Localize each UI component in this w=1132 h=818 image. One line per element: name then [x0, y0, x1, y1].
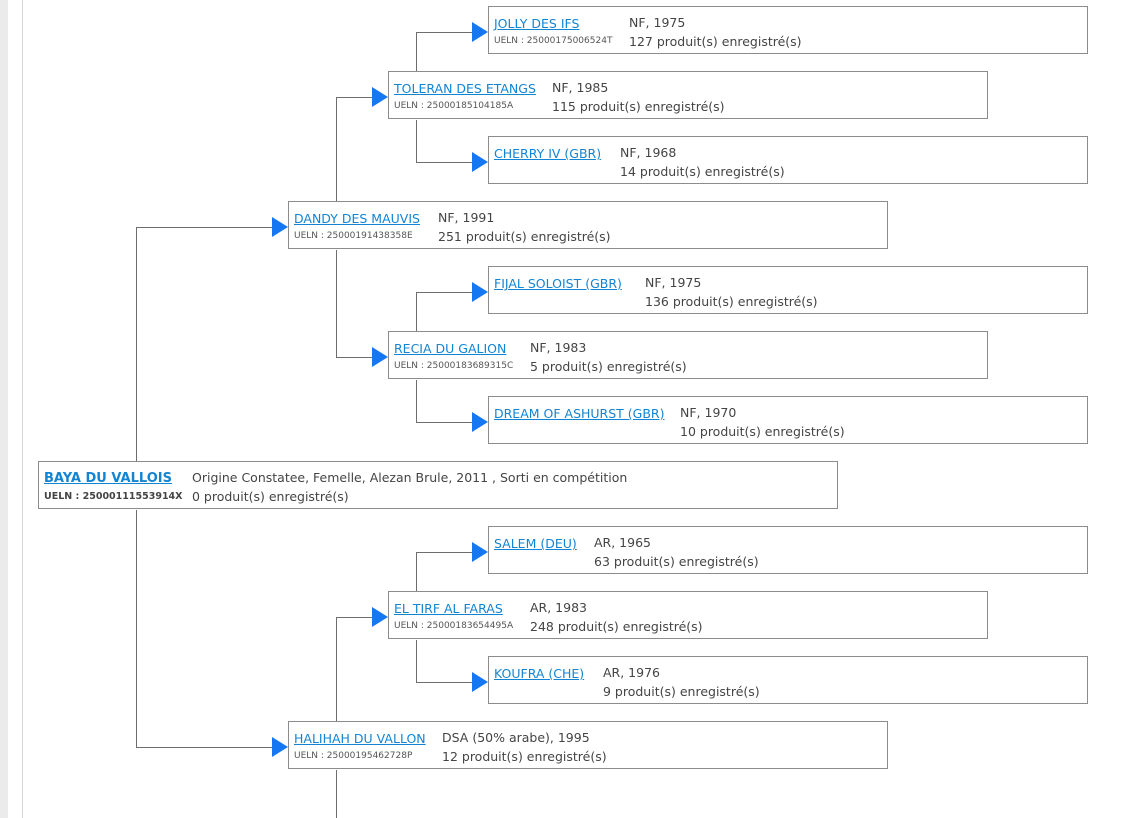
arrow-icon [272, 737, 288, 757]
breed-year: NF, 1975 [645, 275, 702, 290]
connector [336, 617, 374, 618]
ueln-label: UELN : 25000183654495A [394, 621, 514, 631]
breed-year: NF, 1983 [530, 340, 587, 355]
product-count: 115 produit(s) enregistré(s) [552, 99, 725, 114]
arrow-icon [372, 607, 388, 627]
breed-year: DSA (50% arabe), 1995 [442, 730, 590, 745]
arrow-icon [472, 542, 488, 562]
connector [416, 640, 417, 682]
horse-card-dam-sire-dam: KOUFRA (CHE) AR, 1976 9 produit(s) enreg… [488, 656, 1088, 704]
breed-year: AR, 1976 [603, 665, 660, 680]
connector [416, 422, 474, 423]
horse-details: Origine Constatee, Femelle, Alezan Brule… [192, 470, 628, 485]
connector [416, 162, 474, 163]
horse-card-dam: HALIHAH DU VALLON UELN : 25000195462728P… [288, 721, 888, 769]
arrow-icon [472, 22, 488, 42]
horse-name-link[interactable]: DREAM OF ASHURST (GBR) [494, 406, 665, 421]
ueln-label: UELN : 25000111553914X [44, 491, 183, 502]
product-count: 12 produit(s) enregistré(s) [442, 749, 607, 764]
arrow-icon [472, 282, 488, 302]
arrow-icon [372, 347, 388, 367]
connector [336, 357, 374, 358]
connector [416, 120, 417, 162]
arrow-icon [272, 217, 288, 237]
horse-name-link[interactable]: DANDY DES MAUVIS [294, 211, 420, 226]
breed-year: NF, 1975 [629, 15, 686, 30]
horse-name-link[interactable]: HALIHAH DU VALLON [294, 731, 426, 746]
product-count: 248 produit(s) enregistré(s) [530, 619, 703, 634]
connector [336, 617, 337, 721]
horse-card-sire-dam: RECIA DU GALION UELN : 25000183689315C N… [388, 331, 988, 379]
connector [136, 227, 274, 228]
product-count: 0 produit(s) enregistré(s) [192, 489, 349, 504]
ueln-label: UELN : 25000191438358E [294, 231, 413, 241]
arrow-icon [472, 152, 488, 172]
connector [416, 32, 417, 71]
ueln-label: UELN : 25000175006524T [494, 36, 613, 46]
breed-year: NF, 1985 [552, 80, 609, 95]
horse-name-link[interactable]: RECIA DU GALION [394, 341, 507, 356]
connector [416, 552, 474, 553]
breed-year: NF, 1970 [680, 405, 737, 420]
horse-name-link[interactable]: JOLLY DES IFS [494, 16, 580, 31]
ueln-label: UELN : 25000195462728P [294, 751, 413, 761]
horse-name-link[interactable]: CHERRY IV (GBR) [494, 146, 602, 161]
arrow-icon [472, 412, 488, 432]
connector [416, 292, 474, 293]
connector [416, 32, 474, 33]
connector [336, 250, 337, 357]
horse-card-sire-sire-dam: CHERRY IV (GBR) NF, 1968 14 produit(s) e… [488, 136, 1088, 184]
connector [136, 747, 274, 748]
horse-card-sire-dam-sire: FIJAL SOLOIST (GBR) NF, 1975 136 produit… [488, 266, 1088, 314]
connector [136, 227, 137, 461]
horse-name-link[interactable]: TOLERAN DES ETANGS [394, 81, 536, 96]
arrow-icon [472, 672, 488, 692]
ueln-label: UELN : 25000185104185A [394, 101, 514, 111]
breed-year: NF, 1968 [620, 145, 677, 160]
horse-card-sire-sire-sire: JOLLY DES IFS UELN : 25000175006524T NF,… [488, 6, 1088, 54]
left-border [22, 0, 23, 818]
left-gutter [0, 0, 8, 818]
breed-year: NF, 1991 [438, 210, 495, 225]
horse-card-sire-dam-dam: DREAM OF ASHURST (GBR) NF, 1970 10 produ… [488, 396, 1088, 444]
arrow-icon [372, 87, 388, 107]
product-count: 127 produit(s) enregistré(s) [629, 34, 802, 49]
connector [336, 770, 337, 818]
horse-name-link[interactable]: KOUFRA (CHE) [494, 666, 585, 681]
connector [416, 292, 417, 331]
product-count: 63 produit(s) enregistré(s) [594, 554, 759, 569]
connector [416, 380, 417, 422]
horse-card-sire-sire: TOLERAN DES ETANGS UELN : 25000185104185… [388, 71, 988, 119]
horse-card-dam-sire: EL TIRF AL FARAS UELN : 25000183654495A … [388, 591, 988, 639]
horse-name-link[interactable]: BAYA DU VALLOIS [44, 471, 172, 486]
product-count: 9 produit(s) enregistré(s) [603, 684, 760, 699]
horse-card-subject: BAYA DU VALLOIS UELN : 25000111553914X O… [38, 461, 838, 509]
connector [336, 97, 337, 201]
product-count: 14 produit(s) enregistré(s) [620, 164, 785, 179]
horse-card-dam-sire-sire: SALEM (DEU) AR, 1965 63 produit(s) enreg… [488, 526, 1088, 574]
product-count: 136 produit(s) enregistré(s) [645, 294, 818, 309]
connector [336, 97, 374, 98]
breed-year: AR, 1965 [594, 535, 651, 550]
horse-name-link[interactable]: SALEM (DEU) [494, 536, 577, 551]
breed-year: AR, 1983 [530, 600, 587, 615]
horse-name-link[interactable]: FIJAL SOLOIST (GBR) [494, 276, 622, 291]
connector [136, 510, 137, 747]
product-count: 10 produit(s) enregistré(s) [680, 424, 845, 439]
ueln-label: UELN : 25000183689315C [394, 361, 514, 371]
connector [416, 552, 417, 591]
product-count: 5 produit(s) enregistré(s) [530, 359, 687, 374]
connector [416, 682, 474, 683]
horse-name-link[interactable]: EL TIRF AL FARAS [394, 601, 503, 616]
product-count: 251 produit(s) enregistré(s) [438, 229, 611, 244]
horse-card-sire: DANDY DES MAUVIS UELN : 25000191438358E … [288, 201, 888, 249]
